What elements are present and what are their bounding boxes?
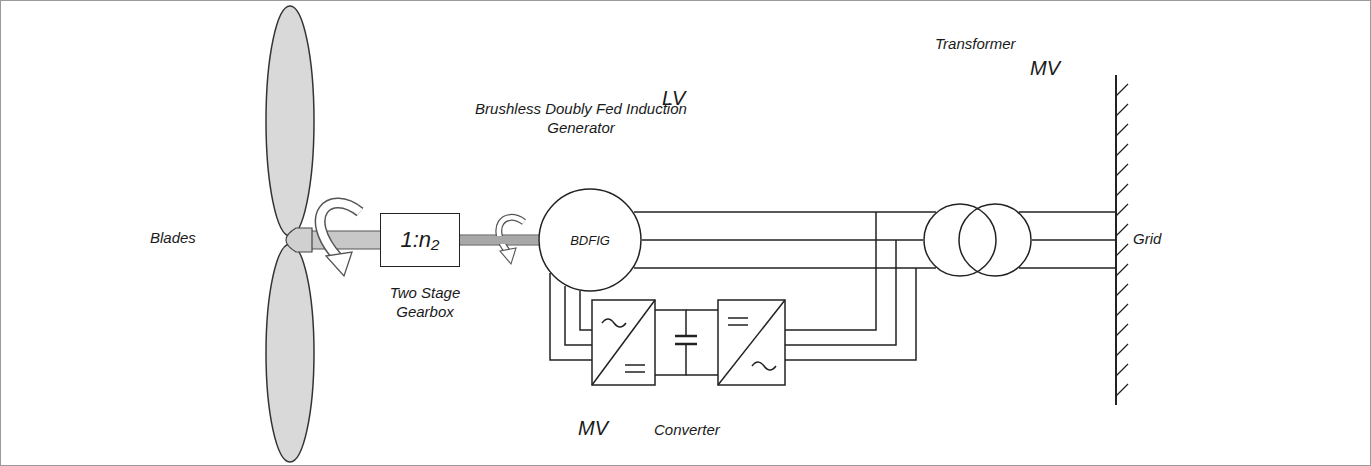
rectifier-box <box>592 300 655 385</box>
node-label: Grid <box>1131 230 1163 247</box>
grid-hatching <box>1116 84 1128 396</box>
inverter-box <box>718 300 785 385</box>
part-label: Two Stage Gearbox <box>378 284 472 322</box>
voltage-label: LV <box>662 86 685 111</box>
voltage-label: MV <box>578 416 608 441</box>
shaft-connector <box>460 236 538 244</box>
rotation-arrow <box>320 203 360 276</box>
blade <box>266 6 314 236</box>
capacitor <box>675 343 697 346</box>
grid-side-wire <box>785 212 916 360</box>
power-line <box>642 239 923 241</box>
transformer-symbol: Transformer <box>923 203 1032 277</box>
three-phase-line <box>634 212 1116 268</box>
converter <box>592 300 785 385</box>
generator-circle: BDFIG <box>538 188 642 292</box>
grid-bus: Grid <box>1115 75 1185 405</box>
blade <box>266 244 314 462</box>
node-label: 1:n₂ <box>401 227 440 253</box>
part-label: Converter <box>654 421 720 440</box>
hub <box>286 228 312 252</box>
gearbox-box: 1:n₂ <box>380 213 460 267</box>
part-label: Blades <box>150 229 196 248</box>
transformer-symbol-outline <box>923 203 1032 277</box>
capacitor <box>675 335 697 338</box>
main-shaft <box>305 231 381 249</box>
node-label: BDFIG <box>570 233 610 248</box>
power-line <box>1032 239 1115 241</box>
node-heading: Transformer <box>935 35 1016 52</box>
voltage-label: MV <box>1030 56 1060 81</box>
fast-shaft <box>460 235 540 245</box>
